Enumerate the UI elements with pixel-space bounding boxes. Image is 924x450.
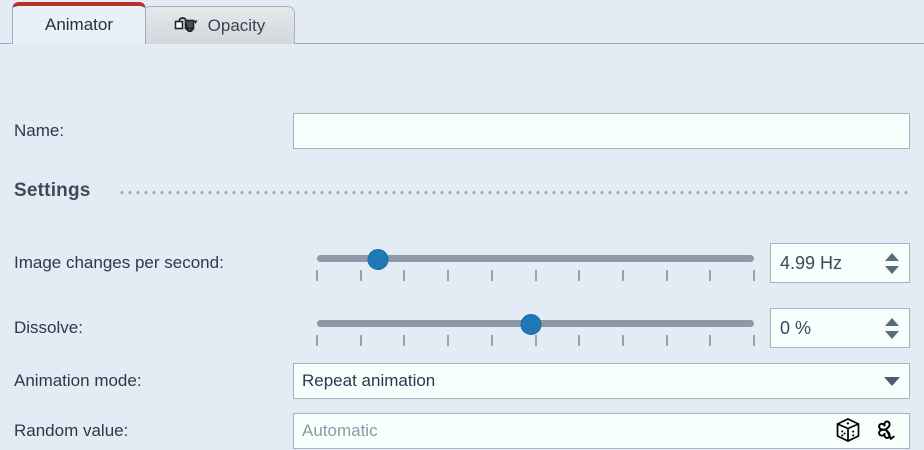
tab-opacity-label: Opacity — [207, 15, 266, 35]
slider-tick — [535, 335, 536, 346]
tab-animator[interactable]: Animator — [12, 2, 146, 44]
spinner-up-icon[interactable] — [885, 317, 899, 326]
slider-tick — [447, 335, 449, 346]
slider-tick — [578, 335, 580, 346]
chevron-down-icon[interactable] — [875, 376, 909, 386]
slider-tick — [622, 335, 624, 346]
slider-tick — [491, 335, 493, 346]
slider-tick — [666, 270, 668, 281]
spinner-down-icon[interactable] — [885, 265, 899, 274]
animation-mode-dropdown[interactable]: Repeat animation — [293, 363, 910, 399]
slider-tick — [578, 270, 580, 281]
row-image-changes-per-second: Image changes per second: 4.99 Hz — [0, 240, 924, 286]
settings-dotted-separator — [118, 191, 910, 194]
image-changes-per-second-spinner[interactable]: 4.99 Hz — [770, 243, 910, 283]
slider-handle[interactable] — [520, 314, 542, 335]
spinner-down-icon[interactable] — [885, 330, 899, 339]
animation-mode-value: Repeat animation — [302, 371, 436, 390]
slider-tick — [753, 335, 755, 346]
slider-ticks — [316, 335, 755, 347]
slider-tick — [622, 270, 624, 281]
slider-tick — [447, 270, 449, 281]
slider-tick — [360, 270, 362, 281]
slider-tick — [709, 270, 711, 281]
slider-tick — [403, 335, 405, 346]
random-value-input[interactable] — [293, 413, 910, 449]
tab-strip-underline — [0, 43, 924, 44]
tab-opacity[interactable]: Opacity — [143, 6, 295, 44]
row-dissolve: Dissolve: 0 % — [0, 305, 924, 351]
image-changes-per-second-slider[interactable] — [316, 246, 755, 282]
slider-tick — [535, 270, 536, 281]
slider-tick — [491, 270, 493, 281]
dissolve-label: Dissolve: — [14, 318, 83, 337]
spinner-value: 0 % — [780, 317, 812, 338]
spinner-arrows[interactable] — [875, 244, 909, 282]
slider-tick — [360, 335, 362, 346]
slider-tick — [753, 270, 755, 281]
random-value-icons — [832, 414, 902, 446]
row-animation-mode: Animation mode: Repeat animation — [0, 362, 924, 400]
dissolve-slider[interactable] — [316, 311, 755, 347]
opacity-blend-icon — [173, 14, 199, 38]
slider-tick — [403, 270, 405, 281]
spinner-up-icon[interactable] — [885, 252, 899, 261]
settings-section-title: Settings — [14, 180, 91, 201]
image-changes-per-second-label: Image changes per second: — [14, 253, 224, 272]
slider-handle[interactable] — [367, 249, 389, 270]
slider-tick — [316, 270, 318, 281]
spinner-arrows[interactable] — [875, 309, 909, 347]
clover-icon[interactable] — [870, 414, 902, 446]
random-value-label: Random value: — [14, 421, 129, 440]
tab-strip: Animator Opacity — [0, 0, 924, 44]
name-input[interactable] — [293, 113, 910, 149]
dice-icon[interactable] — [832, 414, 864, 446]
row-random-value: Random value: — [0, 412, 924, 450]
tab-animator-label: Animator — [44, 15, 114, 34]
slider-ticks — [316, 270, 755, 282]
slider-tick — [709, 335, 711, 346]
slider-track — [317, 255, 754, 262]
row-settings-header: Settings — [0, 176, 924, 206]
dissolve-spinner[interactable]: 0 % — [770, 308, 910, 348]
slider-tick — [666, 335, 668, 346]
row-name: Name: — [0, 112, 924, 150]
spinner-value: 4.99 Hz — [780, 252, 843, 273]
slider-tick — [316, 335, 318, 346]
animation-mode-label: Animation mode: — [14, 371, 142, 390]
name-label: Name: — [14, 121, 65, 140]
